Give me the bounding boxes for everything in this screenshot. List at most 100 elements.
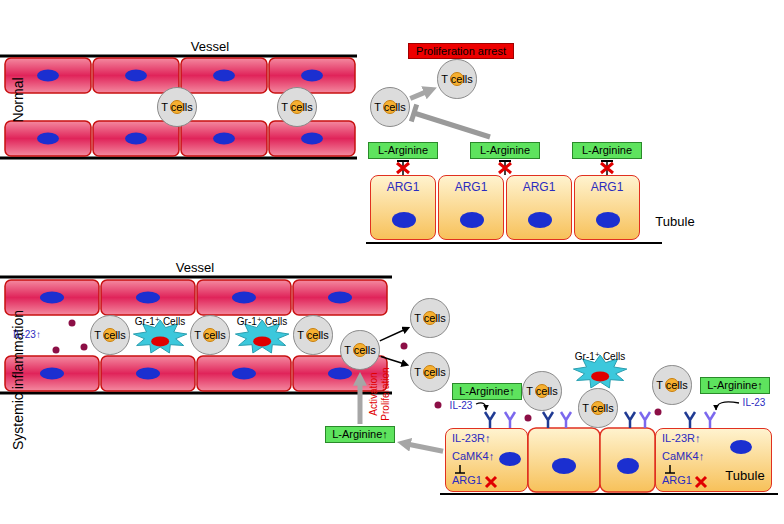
node-text: T cells [441,73,473,86]
t-cell-circle: T cells [157,87,197,127]
binding-arrow [476,403,486,410]
cross-mark [486,477,496,487]
vessel-normal [125,70,147,82]
node-text: L-Arginine [582,144,632,157]
inhibition-normal [499,163,511,173]
node-text: T cells [374,101,406,114]
inhibition-normal [366,104,662,243]
vessel-inflamed [232,292,256,304]
t-cell-circle: T cells [190,315,230,355]
il23-receptor [505,412,515,428]
node-text: L-Arginine [480,144,530,157]
gr1-cell-star: Gr-1⁺ Cells [572,350,628,390]
inhibition-normal [397,163,409,173]
il23-receptor [625,412,635,428]
node-text: Gr-1⁺ Cells [237,316,287,328]
node-text: T cells [94,329,126,342]
inhibition-normal [414,113,490,137]
node-text: IL-23R↑ [662,432,701,445]
il23-receptor [543,412,553,428]
vessel-normal [0,157,357,160]
connector-arrow [410,91,428,99]
node-text: ARG1 [452,474,482,487]
node-text: CaMK4↑ [452,450,494,463]
t-cell-circle: T cells [277,87,317,127]
t-cell-circle: T cells [370,87,410,127]
nucleus [392,212,416,228]
vertical-label: Proliferation [380,367,392,420]
node-text: T cells [297,329,329,342]
connector-arrow [358,381,363,424]
vertical-label: Activation [368,372,380,415]
node-text: IL-23R↑ [452,432,491,445]
nucleus [591,371,609,381]
t-cell-circle: T cells [410,298,450,338]
node-text: ARG1 [662,474,692,487]
inhibition-normal [397,160,409,162]
node-text: ARG1 [387,181,420,195]
vessel-normal [0,56,357,158]
node-text: L-Arginine↑ [707,379,763,392]
label-box: L-Arginine [572,142,642,159]
inhibition-normal [601,160,613,162]
node-text: ARG1 [591,181,624,195]
node-text: CaMK4↑ [662,450,704,463]
label-box: L-Arginine [470,142,540,159]
inhibition-bar [665,465,675,473]
tubule-inflamed [552,458,576,474]
vessel-inflamed [136,292,160,304]
vessel-normal [269,121,355,156]
vessel-inflamed [197,280,291,315]
vessel-inflamed [0,392,392,395]
connector-arrow [406,444,443,452]
vessel-normal [0,55,357,58]
il23-receptor [485,412,495,428]
t-cell-circle: T cells [437,59,477,99]
connector-arrow [381,357,406,365]
text-label: Vessel [176,261,214,276]
tubule-cell: ARG1 [370,175,436,240]
nucleus [253,336,271,346]
vertical-label: Systemic inflammation [10,310,26,450]
il23-dot [53,320,662,422]
label-box: L-Arginine [368,142,438,159]
text-label: Tubule [655,215,694,230]
tubule-inflamed [528,428,600,492]
t-cell-circle: T cells [90,315,130,355]
tubule-inflamed [440,493,778,495]
vessel-normal [301,70,323,82]
node-text: T cells [414,366,446,379]
text-label: Vessel [191,40,229,55]
tubule-cell: ARG1 [438,175,504,240]
vessel-inflamed [101,280,195,315]
t-cell-circle: T cells [522,371,562,411]
vessel-normal [37,133,59,145]
vessel-inflamed [40,292,64,304]
node-text: L-Arginine↑ [332,428,388,441]
vessel-inflamed [40,368,64,380]
status-box: Proliferation arrest [408,43,514,60]
tubule-inflamed [617,458,639,474]
gr1-cell-star: Gr-1⁺ Cells [234,315,290,355]
tubule-cell: IL-23R↑ CaMK4↑ ARG1 [655,428,772,492]
vessel-normal [181,121,267,156]
inhibition-normal [411,104,416,121]
vessel-normal [125,133,147,145]
tubule-cell: IL-23R↑ CaMK4↑ ARG1 [445,428,528,492]
t-cell-circle: T cells [293,315,333,355]
gr1-cell-star: Gr-1⁺ Cells [132,315,188,355]
il23-dot [655,409,662,416]
nucleus [499,452,521,466]
node-text: T cells [656,379,688,392]
inhibition-normal [499,160,511,162]
node-text: Gr-1⁺ Cells [135,316,185,328]
il23-dot [401,343,408,350]
tubule-inflamed [600,428,655,492]
t-cell-circle: T cells [410,352,450,392]
vessel-inflamed [5,280,99,315]
vessel-normal [93,121,179,156]
vessel-normal [93,58,179,93]
il23-receptor [685,412,695,428]
node-text: T cells [281,101,313,114]
node-text: ARG1 [455,181,488,195]
